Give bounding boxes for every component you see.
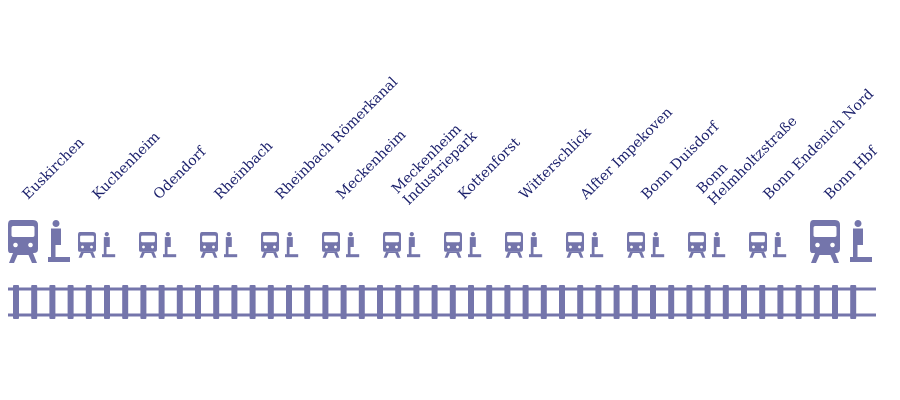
rail-sleeper bbox=[249, 285, 256, 319]
station: Bonn Hbf bbox=[810, 142, 882, 263]
railway-track bbox=[8, 285, 876, 319]
rail-sleeper bbox=[631, 285, 638, 319]
person-on-platform-icon bbox=[48, 220, 70, 262]
rail-sleeper bbox=[741, 285, 747, 319]
person-on-platform-icon bbox=[590, 232, 604, 258]
rail-sleeper bbox=[540, 285, 547, 319]
rail-sleeper bbox=[340, 285, 347, 319]
person-on-platform-icon bbox=[468, 232, 482, 258]
rail-sleeper bbox=[795, 285, 802, 319]
station-label: Rheinbach bbox=[212, 138, 277, 203]
station-label: Euskirchen bbox=[20, 135, 88, 203]
rail-sleeper bbox=[486, 285, 493, 319]
station: Odendorf bbox=[139, 143, 210, 258]
rail-sleeper bbox=[559, 285, 565, 319]
rail-sleeper bbox=[395, 285, 402, 319]
rail-sleeper bbox=[686, 285, 693, 319]
person-on-platform-icon bbox=[529, 232, 543, 258]
rail-sleeper bbox=[650, 285, 656, 319]
train-icon bbox=[139, 232, 157, 258]
rail-sleeper bbox=[668, 285, 675, 319]
person-on-platform-icon bbox=[407, 232, 421, 258]
rail-sleeper bbox=[13, 285, 19, 319]
rail-sleeper bbox=[449, 285, 456, 319]
rail-sleeper bbox=[322, 285, 329, 319]
train-icon bbox=[810, 220, 840, 263]
rail-sleeper bbox=[813, 285, 820, 319]
rail-sleeper bbox=[304, 285, 311, 319]
rail-sleeper bbox=[286, 285, 292, 319]
train-icon bbox=[444, 232, 462, 258]
rail-sleeper bbox=[832, 285, 838, 319]
train-icon bbox=[200, 232, 218, 258]
rail-sleeper bbox=[176, 285, 183, 319]
station-label: Odendorf bbox=[151, 143, 211, 203]
rail-sleeper bbox=[31, 285, 38, 319]
rail-sleeper bbox=[49, 285, 56, 319]
person-on-platform-icon bbox=[224, 232, 238, 258]
rail-sleeper bbox=[595, 285, 602, 319]
train-icon bbox=[688, 232, 706, 258]
rail-sleeper bbox=[358, 285, 365, 319]
rail-sleeper bbox=[413, 285, 420, 319]
rail-sleeper bbox=[504, 285, 511, 319]
rail-sleeper bbox=[722, 285, 729, 319]
person-on-platform-icon bbox=[346, 232, 360, 258]
person-on-platform-icon bbox=[850, 220, 872, 262]
train-icon bbox=[322, 232, 340, 258]
person-on-platform-icon bbox=[651, 232, 665, 258]
station-label-line: Rheinbach Römerkanal bbox=[273, 74, 402, 203]
train-icon bbox=[505, 232, 523, 258]
rail-sleeper bbox=[377, 285, 383, 319]
rail-sleeper bbox=[67, 285, 74, 319]
station-label-line: Rheinbach bbox=[212, 138, 277, 203]
train-icon bbox=[566, 232, 584, 258]
rail-sleeper bbox=[613, 285, 620, 319]
station-label: Bonn Hbf bbox=[822, 142, 882, 202]
rail-sleeper bbox=[231, 285, 238, 319]
station-label: Rheinbach Römerkanal bbox=[273, 74, 402, 203]
train-icon bbox=[8, 220, 38, 263]
rail-sleeper bbox=[468, 285, 474, 319]
train-icon bbox=[749, 232, 767, 258]
station: Euskirchen bbox=[8, 135, 88, 263]
rail-sleeper bbox=[704, 285, 711, 319]
person-on-platform-icon bbox=[285, 232, 299, 258]
rail-sleeper bbox=[777, 285, 784, 319]
person-on-platform-icon bbox=[773, 232, 787, 258]
station-label-line: Euskirchen bbox=[20, 135, 88, 203]
rail-sleeper bbox=[158, 285, 165, 319]
station-label-line: Odendorf bbox=[151, 143, 211, 203]
person-on-platform-icon bbox=[712, 232, 726, 258]
rail-sleeper bbox=[104, 285, 110, 319]
rail-sleeper bbox=[140, 285, 147, 319]
rail-sleeper bbox=[759, 285, 766, 319]
train-icon bbox=[261, 232, 279, 258]
rail-sleeper bbox=[522, 285, 529, 319]
station-label: BonnHelmholtzstraße bbox=[694, 102, 801, 209]
train-icon bbox=[383, 232, 401, 258]
rail-sleeper bbox=[85, 285, 92, 319]
rail-sleeper bbox=[577, 285, 584, 319]
person-on-platform-icon bbox=[102, 232, 116, 258]
rail-sleeper bbox=[267, 285, 274, 319]
train-icon bbox=[78, 232, 96, 258]
rail-sleeper bbox=[850, 285, 857, 319]
rail-sleeper bbox=[195, 285, 201, 319]
station-label-line: Bonn Hbf bbox=[822, 142, 882, 202]
rail-sleeper bbox=[213, 285, 220, 319]
rail-sleeper bbox=[122, 285, 129, 319]
train-icon bbox=[627, 232, 645, 258]
person-on-platform-icon bbox=[163, 232, 177, 258]
rail-sleeper bbox=[431, 285, 438, 319]
